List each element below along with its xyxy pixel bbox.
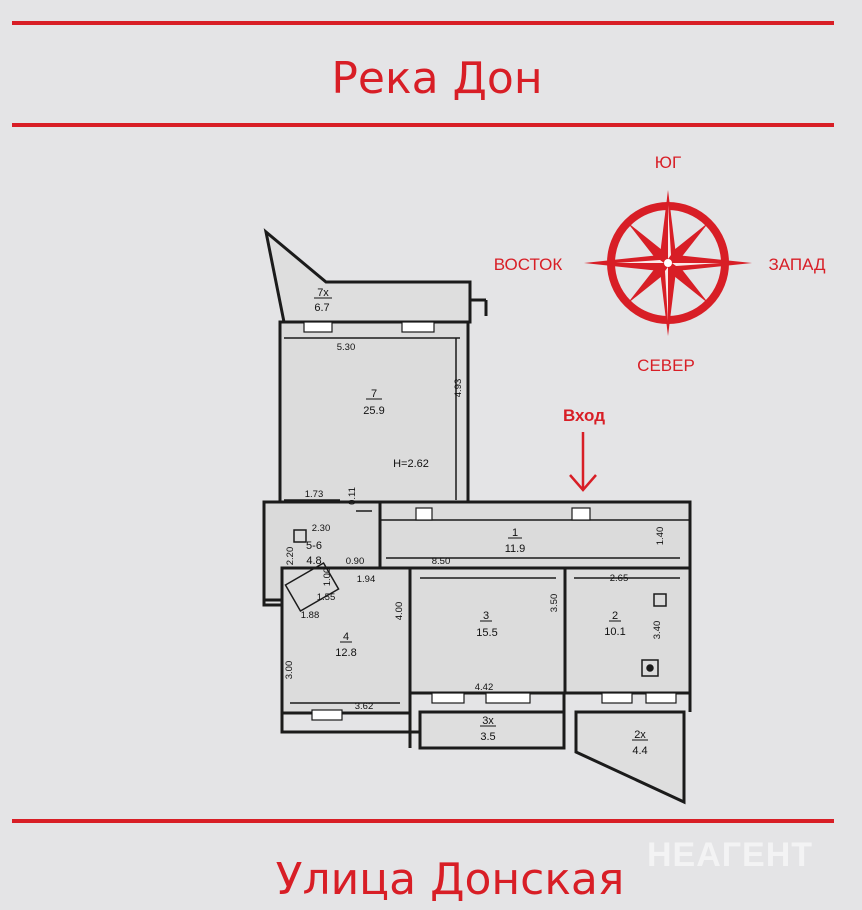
balcony-2x-number: 2х <box>634 729 646 741</box>
dim-2-65: 2.65 <box>610 573 629 584</box>
compass-bottom-label: СЕВЕР <box>637 356 695 375</box>
room-3-area: 15.5 <box>476 627 497 639</box>
room-2-number: 2 <box>612 610 618 622</box>
dim-4-42: 4.42 <box>475 682 494 693</box>
room-7 <box>278 320 470 504</box>
dim-1-55: 1.55 <box>317 592 336 603</box>
floor-plan <box>262 228 692 805</box>
watermark-logo: НЕАГЕНТ <box>647 836 813 874</box>
room-7-area: 25.9 <box>363 405 384 417</box>
dim-0-90: 0.90 <box>346 556 365 567</box>
dim-5-30: 5.30 <box>337 342 356 353</box>
room-1-number: 1 <box>512 527 518 539</box>
dim-3-62: 3.62 <box>355 701 374 712</box>
room-7x-number: 7х <box>317 287 329 299</box>
compass-rose-icon <box>584 190 752 336</box>
dim-3-40: 3.40 <box>652 621 663 640</box>
entrance-label: Вход <box>563 406 605 425</box>
river-label: Река Дон <box>331 53 542 104</box>
balcony-7x <box>263 228 472 324</box>
room-3-number: 3 <box>483 610 489 622</box>
dim-1-40: 1.40 <box>655 527 666 546</box>
room-5-6-number: 5-6 <box>306 540 322 552</box>
dim-1-88: 1.88 <box>301 610 320 621</box>
room-5-6-area: 4.8 <box>306 555 321 567</box>
dim-3-50: 3.50 <box>549 594 560 613</box>
dim-4-00: 4.00 <box>394 602 405 621</box>
street-label: Улица Донская <box>276 854 625 905</box>
dim-1-94: 1.94 <box>357 574 376 585</box>
room-2 <box>563 566 692 695</box>
dim-3-00: 3.00 <box>284 661 295 680</box>
compass-left-label: ВОСТОК <box>494 255 563 274</box>
dim-2-20: 2.20 <box>285 547 296 566</box>
room-4-area: 12.8 <box>335 647 356 659</box>
ceiling-height: H=2.62 <box>393 458 429 470</box>
room-1-area: 11.9 <box>505 543 526 555</box>
dim-1-00: 1.00 <box>322 568 333 587</box>
balcony-3x-area: 3.5 <box>480 731 495 743</box>
windows <box>303 321 677 721</box>
balcony-3x-number: 3х <box>482 715 494 727</box>
balcony-3x <box>418 710 566 750</box>
room-7x-area: 6.7 <box>314 302 329 314</box>
dim-0-11: 0.11 <box>347 487 358 505</box>
room-2-area: 10.1 <box>604 626 625 638</box>
compass-top-label: ЮГ <box>655 153 681 172</box>
room-4-number: 4 <box>343 631 349 643</box>
room-7-number: 7 <box>371 388 377 400</box>
balcony-2x <box>574 710 686 805</box>
compass-right-label: ЗАПАД <box>768 255 826 274</box>
entrance-arrow-icon <box>569 432 597 492</box>
dim-2-30: 2.30 <box>312 523 331 534</box>
room-4 <box>280 566 412 715</box>
dim-8-50: 8.50 <box>432 556 451 567</box>
balcony-2x-area: 4.4 <box>632 745 647 757</box>
dim-1-73: 1.73 <box>305 489 324 500</box>
dim-4-93: 4.93 <box>453 379 464 398</box>
